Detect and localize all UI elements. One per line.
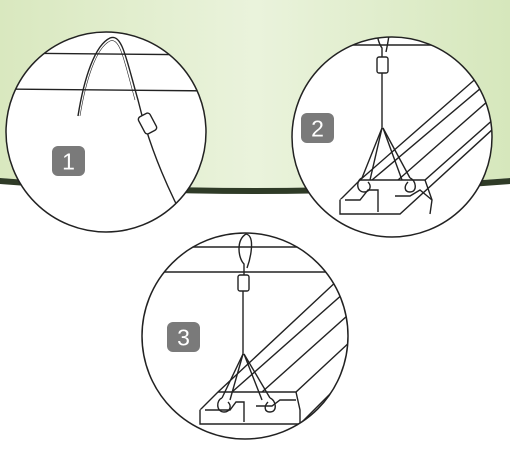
ceiling-rail-bottom (6, 88, 206, 92)
v-cable-right (243, 353, 271, 399)
hook-right (404, 177, 416, 193)
hanger-wire (238, 233, 247, 278)
hanger-wire (77, 36, 196, 232)
step-3-detail-circle (141, 232, 349, 440)
step-2-detail-circle (291, 36, 493, 238)
step-2-number: 2 (311, 116, 324, 142)
wire-gripper (137, 112, 158, 135)
hanger-wire (376, 37, 385, 70)
wire-gripper (237, 274, 250, 292)
hook-right (264, 397, 276, 413)
v-cable-right (382, 127, 411, 179)
hook-left (357, 177, 371, 193)
step-1-badge: 1 (52, 146, 85, 176)
step-3-badge: 3 (167, 322, 200, 352)
v-cable-left-inner (369, 127, 383, 181)
step-2-badge: 2 (301, 113, 334, 143)
step-3-number: 3 (177, 325, 190, 351)
wire-gripper (376, 56, 389, 74)
hook-left (217, 397, 231, 413)
step-1-detail-circle (5, 31, 207, 233)
v-cable-right-inner (382, 127, 403, 181)
step-1-number: 1 (62, 149, 75, 175)
